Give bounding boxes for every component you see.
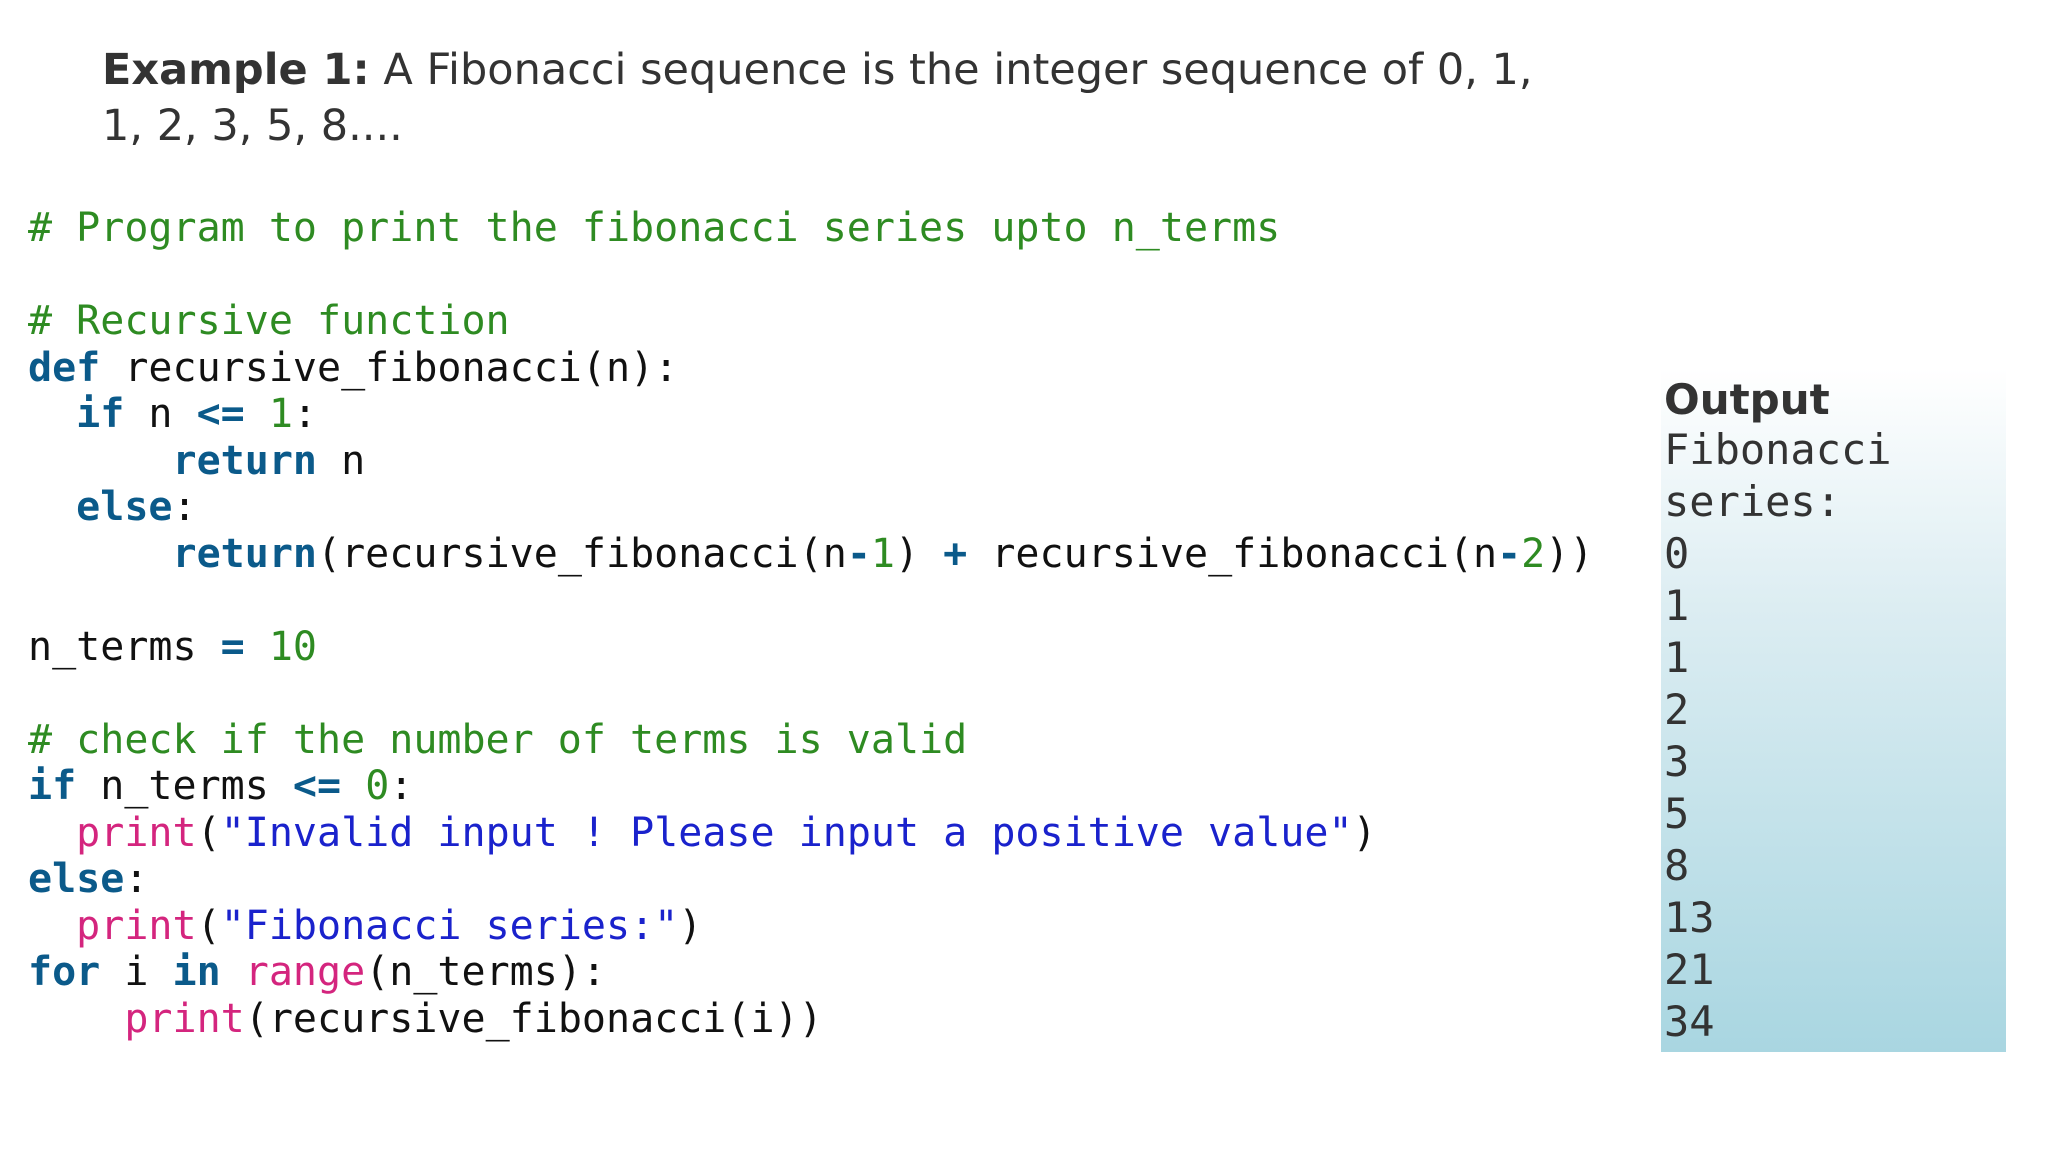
code-text: i bbox=[100, 949, 173, 995]
keyword-return: return bbox=[172, 437, 318, 484]
code-text: n bbox=[124, 391, 197, 437]
output-line: 1 bbox=[1664, 581, 1690, 630]
output-lines: Fibonacci series: 0 1 1 2 3 5 8 13 21 34 bbox=[1664, 424, 1892, 1048]
number-literal: 2 bbox=[1521, 530, 1546, 577]
output-line: series: bbox=[1664, 477, 1842, 526]
code-line-7: else: bbox=[28, 484, 1593, 531]
keyword-if: if bbox=[76, 391, 125, 437]
code-line-10: n_terms = 10 bbox=[28, 624, 1593, 671]
code-text: : bbox=[124, 856, 149, 902]
code-text: (recursive_fibonacci(i)) bbox=[244, 995, 823, 1042]
keyword-def: def bbox=[28, 344, 101, 391]
code-line-15: else: bbox=[28, 856, 1593, 903]
number-literal: 10 bbox=[268, 623, 318, 670]
code-text: recursive_fibonacci(n): bbox=[100, 344, 679, 391]
output-line: 5 bbox=[1664, 789, 1690, 838]
output-line: 1 bbox=[1664, 633, 1690, 682]
code-block: # Program to print the fibonacci series … bbox=[28, 205, 1593, 1042]
code-line-1: # Program to print the fibonacci series … bbox=[28, 205, 1593, 252]
keyword-in: in bbox=[172, 949, 221, 995]
example-description: A Fibonacci sequence is the integer sequ… bbox=[102, 45, 1533, 151]
output-line: 3 bbox=[1664, 737, 1690, 786]
operator-le: <= bbox=[196, 391, 245, 437]
operator-minus: - bbox=[846, 530, 871, 577]
operator-le: <= bbox=[292, 763, 342, 809]
code-text: )) bbox=[1545, 530, 1594, 577]
keyword-else: else bbox=[28, 856, 125, 902]
string-literal: "Invalid input ! Please input a positive… bbox=[220, 809, 1353, 856]
builtin-print: print bbox=[76, 809, 197, 856]
keyword-else: else bbox=[76, 484, 173, 530]
code-text: recursive_fibonacci(n bbox=[967, 530, 1498, 577]
keyword-return: return bbox=[172, 530, 318, 577]
code-comment: # check if the number of terms is valid bbox=[28, 716, 968, 763]
output-line: 0 bbox=[1664, 529, 1690, 578]
output-line: 13 bbox=[1664, 893, 1715, 942]
code-comment: # Program to print the fibonacci series … bbox=[28, 205, 1281, 251]
code-line-13: if n_terms <= 0: bbox=[28, 763, 1593, 810]
code-line-16: print("Fibonacci series:") bbox=[28, 903, 1593, 950]
example-intro: Example 1: A Fibonacci sequence is the i… bbox=[102, 42, 1582, 154]
code-text: : bbox=[292, 391, 318, 437]
output-line: 2 bbox=[1664, 685, 1690, 734]
operator-plus: + bbox=[943, 530, 968, 577]
code-line-4: def recursive_fibonacci(n): bbox=[28, 345, 1593, 392]
keyword-for: for bbox=[28, 949, 101, 995]
code-text: n_terms bbox=[76, 763, 293, 809]
number-literal: 0 bbox=[365, 763, 390, 809]
string-literal: "Fibonacci series:" bbox=[220, 902, 679, 949]
output-line: 21 bbox=[1664, 945, 1715, 994]
code-text: n bbox=[317, 437, 366, 484]
operator-minus: - bbox=[1497, 530, 1522, 577]
code-text: ) bbox=[1352, 809, 1377, 856]
code-text: ) bbox=[895, 530, 944, 577]
code-line-8: return(recursive_fibonacci(n-1) + recurs… bbox=[28, 530, 1594, 578]
example-label: Example 1: bbox=[102, 45, 370, 95]
code-text: ) bbox=[678, 902, 703, 949]
builtin-print: print bbox=[124, 995, 245, 1042]
code-line-9 bbox=[28, 577, 1593, 624]
code-line-17: for i in range(n_terms): bbox=[28, 949, 1593, 996]
code-line-5: if n <= 1: bbox=[28, 391, 1593, 438]
code-text: n_terms bbox=[28, 623, 221, 670]
keyword-if: if bbox=[28, 763, 77, 809]
code-line-18: print(recursive_fibonacci(i)) bbox=[28, 996, 1593, 1043]
code-line-11 bbox=[28, 670, 1593, 717]
output-panel: Output Fibonacci series: 0 1 1 2 3 5 8 1… bbox=[1661, 368, 2006, 1052]
output-title: Output bbox=[1664, 375, 1830, 424]
code-line-14: print("Invalid input ! Please input a po… bbox=[28, 810, 1593, 857]
builtin-print: print bbox=[76, 902, 197, 949]
code-text: : bbox=[389, 763, 414, 809]
code-text: (n_terms): bbox=[365, 949, 607, 995]
code-text: (recursive_fibonacci(n bbox=[317, 530, 847, 577]
code-text: ( bbox=[196, 809, 221, 856]
code-line-6: return n bbox=[28, 438, 1593, 485]
operator-eq: = bbox=[220, 623, 245, 670]
code-line-12: # check if the number of terms is valid bbox=[28, 717, 1593, 764]
output-line: 8 bbox=[1664, 841, 1690, 890]
code-comment: # Recursive function bbox=[28, 298, 510, 344]
number-literal: 1 bbox=[268, 391, 293, 437]
output-line: Fibonacci bbox=[1664, 425, 1892, 474]
builtin-range: range bbox=[244, 949, 366, 995]
number-literal: 1 bbox=[870, 530, 895, 577]
code-line-3: # Recursive function bbox=[28, 298, 1593, 345]
code-text: : bbox=[172, 484, 197, 530]
code-line-2 bbox=[28, 252, 1593, 299]
output-line: 34 bbox=[1664, 997, 1715, 1046]
code-text: ( bbox=[196, 902, 221, 949]
